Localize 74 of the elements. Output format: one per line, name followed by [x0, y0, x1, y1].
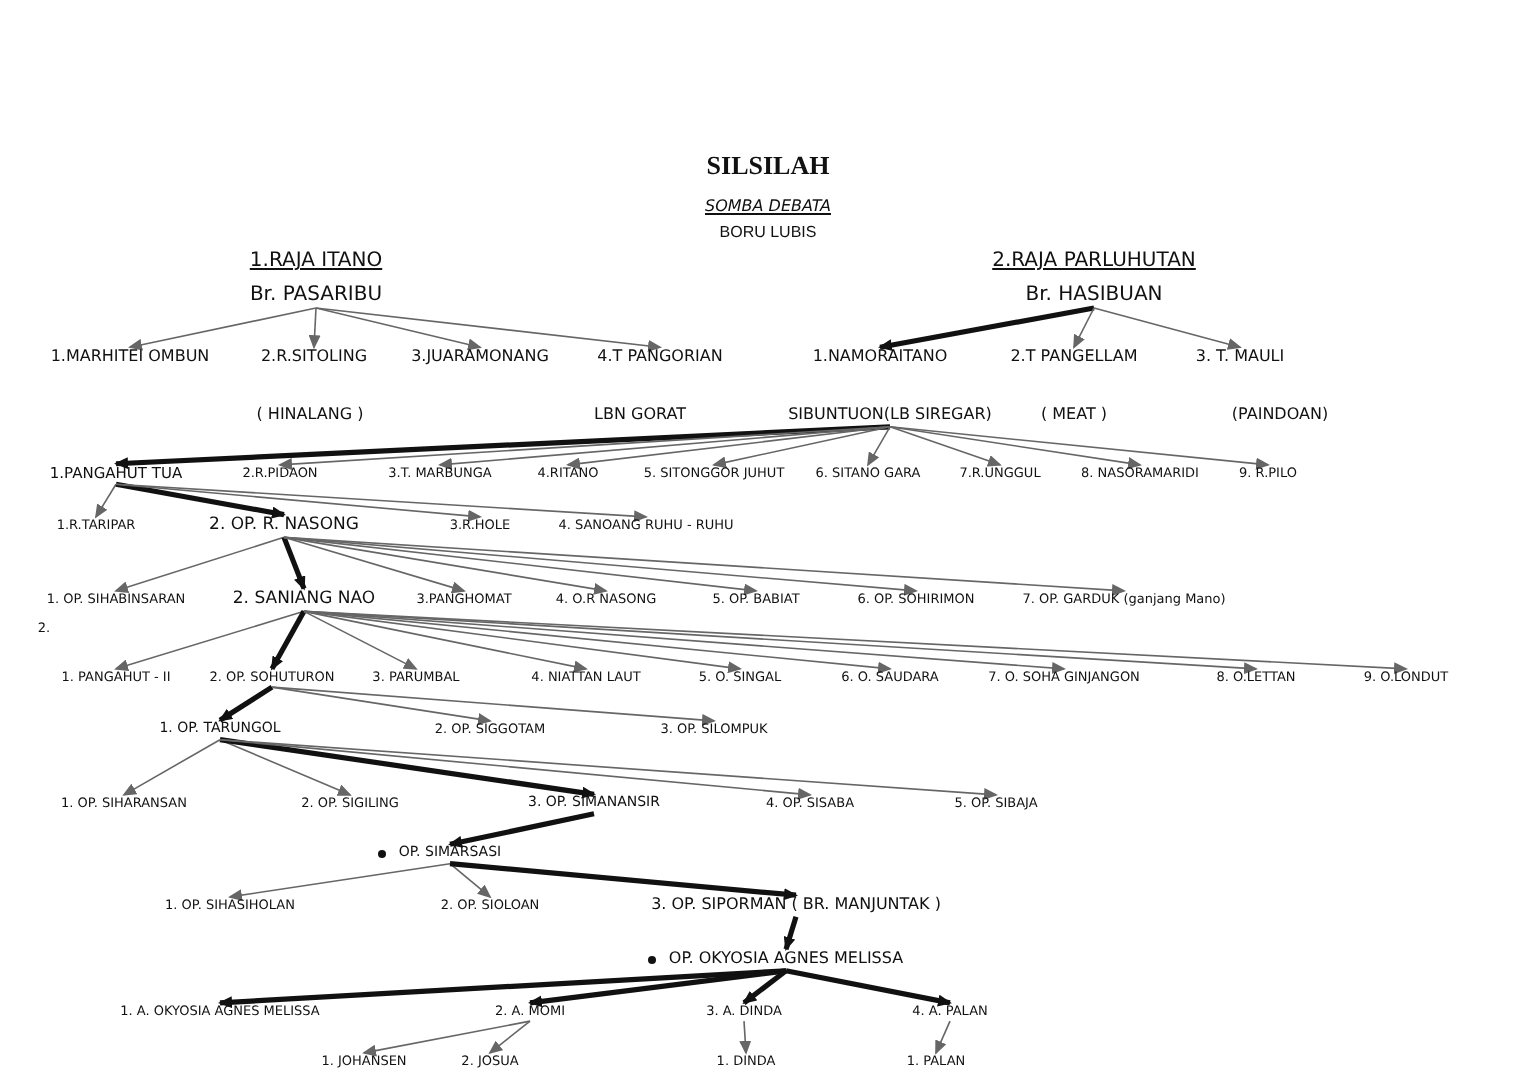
- arrow: [867, 426, 891, 467]
- person-name: OP. OKYOSIA AGNES MELISSA: [668, 951, 904, 969]
- arrow: [488, 1020, 531, 1055]
- arrow: [739, 1020, 752, 1055]
- person-name: 3.JUARAMONANG: [411, 349, 549, 367]
- arrow: [115, 483, 648, 523]
- clan-name: Br. HASIBUAN: [1023, 284, 1165, 306]
- arrow: [283, 536, 758, 596]
- arrow: [218, 684, 274, 723]
- arrow: [448, 811, 595, 848]
- side-note: (PAINDOAN): [1231, 407, 1329, 425]
- arrow: [128, 307, 317, 351]
- person-name: 3. T. MAULI: [1195, 349, 1285, 367]
- arrow: [283, 536, 1126, 597]
- clan-name: Br. PASARIBU: [249, 284, 383, 306]
- arrow: [94, 483, 117, 519]
- arrow: [283, 536, 918, 596]
- person-name: 2. SANIANG NAO: [232, 590, 376, 610]
- arrow: [742, 968, 788, 1005]
- arrow: [122, 738, 221, 796]
- subtitle: BORU LUBIS: [719, 223, 817, 241]
- arrow: [315, 307, 482, 351]
- arrow: [271, 686, 716, 726]
- side-note: ( HINALANG ): [256, 407, 364, 425]
- arrow: [1073, 307, 1095, 349]
- arrow: [271, 686, 492, 725]
- arrow: [783, 916, 799, 952]
- arrow: [283, 536, 466, 594]
- subtitle: SOMBA DEBATA: [705, 197, 831, 215]
- arrow: [303, 610, 1066, 674]
- arrow: [269, 610, 307, 671]
- arrow: [315, 307, 662, 352]
- arrow: [308, 307, 321, 350]
- arrow: [218, 968, 787, 1009]
- person-name: 1.NAMORAITANO: [812, 349, 948, 367]
- arrow: [878, 305, 1095, 351]
- arrow: [219, 738, 998, 800]
- person-name: 1.MARHITEI OMBUN: [50, 349, 210, 367]
- arrow: [115, 481, 286, 519]
- arrow: [889, 426, 1270, 470]
- arrow: [281, 536, 307, 591]
- arrow: [712, 426, 891, 469]
- arrow: [114, 424, 891, 470]
- arrow: [1093, 307, 1242, 350]
- person-name: 2.RAJA PARLUHUTAN: [992, 250, 1196, 272]
- arrow: [566, 426, 891, 470]
- arrow: [115, 483, 482, 522]
- person-name: 2.T PANGELLAM: [1010, 349, 1138, 367]
- arrow: [449, 861, 798, 901]
- arrow: [438, 426, 891, 470]
- side-note: LBN GORAT: [594, 407, 686, 425]
- arrow: [449, 862, 492, 899]
- arrow: [935, 1020, 951, 1055]
- arrow: [303, 610, 418, 670]
- arrow: [303, 610, 892, 674]
- arrow: [889, 426, 1002, 467]
- arrow: [283, 536, 608, 595]
- arrow: [528, 968, 787, 1008]
- arrow: [228, 862, 451, 901]
- arrow: [114, 610, 305, 672]
- person-name: 2.R.SITOLING: [260, 349, 368, 367]
- arrow: [303, 610, 588, 673]
- arrow: [114, 536, 285, 593]
- person-name: 3. OP. SIPORMAN ( BR. MANJUNTAK ): [651, 897, 941, 915]
- arrow: [362, 1020, 531, 1057]
- arrow: [303, 610, 742, 674]
- person-name: 4.T PANGORIAN: [597, 349, 723, 367]
- diagram-title: SILSILAH: [706, 150, 830, 182]
- person-name: 1.RAJA ITANO: [249, 250, 383, 272]
- person-name: SIBUNTUON(LB SIREGAR): [788, 407, 992, 425]
- arrow: [785, 968, 952, 1007]
- side-note: ( MEAT ): [1040, 407, 1108, 425]
- arrow: [219, 737, 596, 799]
- person-name: 2. OP. R. NASONG: [209, 516, 359, 536]
